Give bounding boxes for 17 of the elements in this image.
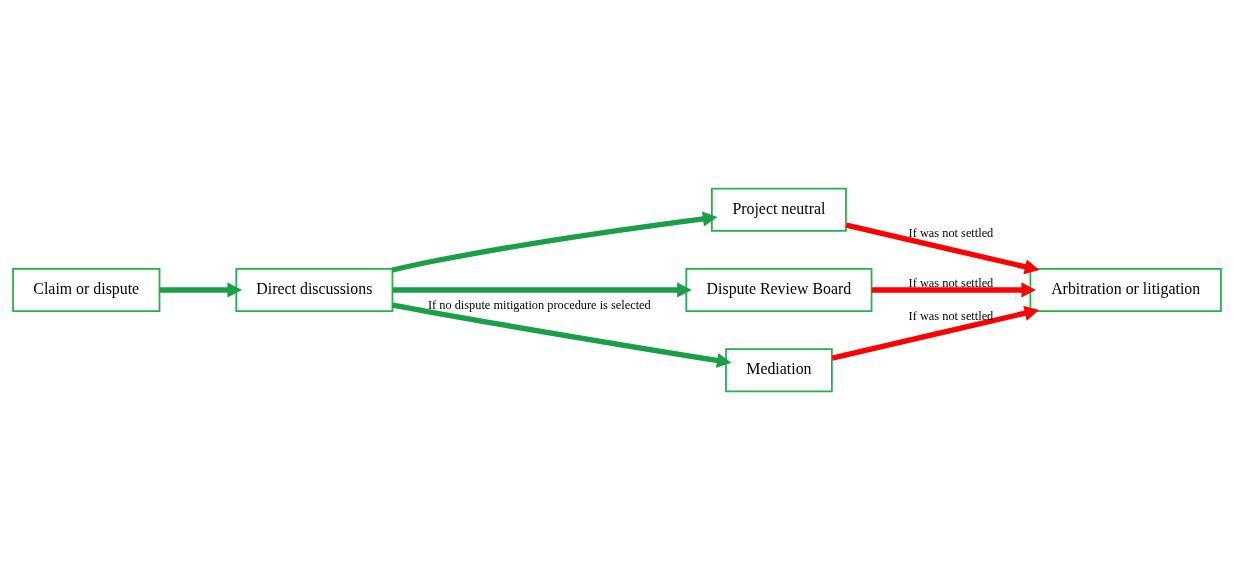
edge-label: If was not settled: [908, 275, 994, 290]
arrow: [391, 211, 718, 273]
node-box: Claim or dispute: [12, 267, 161, 313]
edge-label: If was not settled: [908, 226, 994, 241]
node-box: Arbitration or litigation: [1029, 267, 1222, 313]
node-box: Mediation: [725, 348, 833, 393]
arrow: [159, 282, 242, 298]
arrow: [845, 222, 1040, 275]
arrow: [392, 282, 692, 298]
arrow: [871, 282, 1036, 298]
edge-label: If no dispute mitigation procedure is selected: [427, 297, 651, 312]
node-box: Direct discussions: [235, 267, 394, 313]
arrow: [831, 305, 1040, 361]
node-box: Dispute Review Board: [685, 267, 873, 313]
edge-label: If was not settled: [908, 309, 994, 324]
node-box: Project neutral: [710, 187, 847, 232]
arrow: [392, 302, 732, 369]
